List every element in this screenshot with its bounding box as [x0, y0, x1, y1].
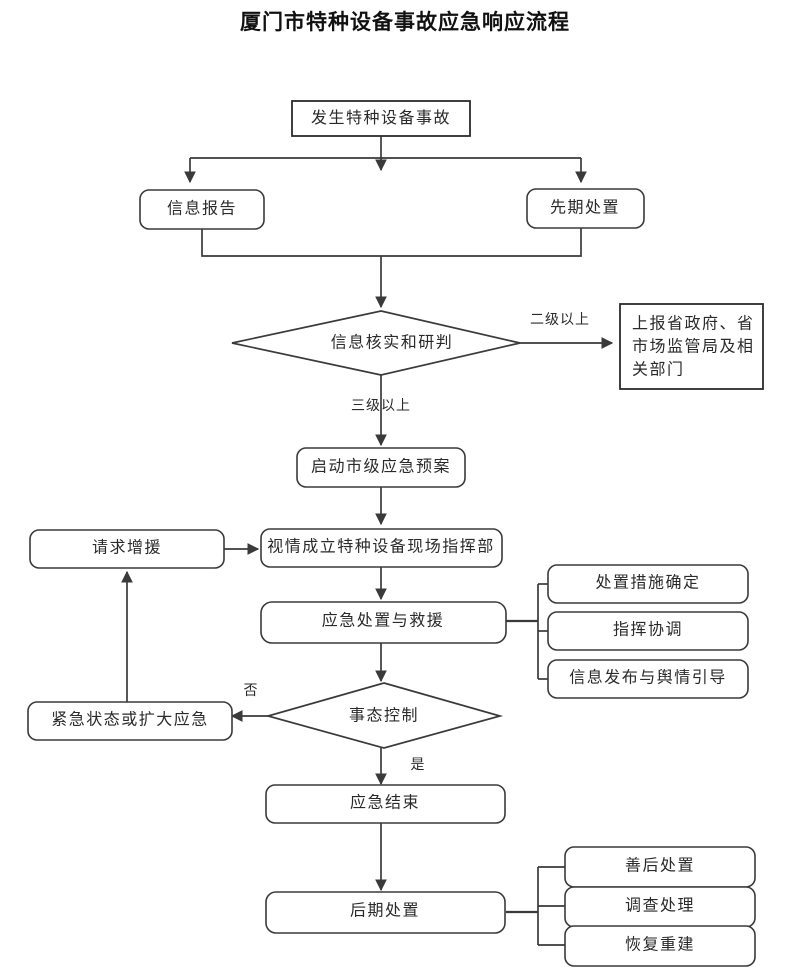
node-information-release-label: 信息发布与舆情引导 — [569, 669, 727, 687]
edge-label-yes: 是 — [411, 758, 426, 773]
node-activate-city-plan-label: 启动市级应急预案 — [311, 457, 451, 476]
node-response-end[interactable]: 应急结束 — [265, 784, 506, 824]
node-information-release[interactable]: 信息发布与舆情引导 — [547, 659, 749, 699]
edge-merge-bar — [201, 228, 582, 257]
node-post-action-label: 后期处置 — [350, 902, 420, 920]
node-report-to-province-line3: 关部门 — [632, 361, 685, 379]
node-onsite-command-center[interactable]: 视情成立特种设备现场指挥部 — [260, 528, 503, 568]
edge-label-level-two: 二级以上 — [530, 312, 590, 328]
node-emergency-response-rescue-label: 应急处置与救援 — [322, 611, 445, 630]
node-initial-action-label: 先期处置 — [550, 199, 620, 217]
node-incident[interactable]: 发生特种设备事故 — [291, 100, 471, 137]
node-report-to-province-line1: 上报省政府、省 — [632, 315, 755, 333]
node-post-action[interactable]: 后期处置 — [265, 891, 506, 934]
node-request-support-label: 请求增援 — [92, 539, 162, 557]
node-emergency-response-rescue[interactable]: 应急处置与救援 — [260, 601, 507, 644]
node-onsite-command-center-label: 视情成立特种设备现场指挥部 — [267, 538, 495, 556]
node-command-coordination-label: 指挥协调 — [613, 621, 683, 639]
node-situation-control[interactable]: 事态控制 — [264, 682, 504, 749]
node-reconstruction-label: 恢复重建 — [625, 936, 695, 954]
node-situation-control-label: 事态控制 — [349, 707, 419, 725]
node-investigation-label: 调查处理 — [625, 897, 695, 915]
edge-label-no: 否 — [244, 684, 259, 699]
node-initial-action[interactable]: 先期处置 — [526, 188, 645, 229]
node-command-coordination[interactable]: 指挥协调 — [547, 611, 749, 651]
node-verify-judge[interactable]: 信息核实和研判 — [231, 310, 521, 376]
node-report-to-province[interactable]: 上报省政府、省 市场监管局及相 关部门 — [619, 303, 764, 390]
node-investigation[interactable]: 调查处理 — [564, 886, 756, 928]
node-incident-label: 发生特种设备事故 — [311, 109, 451, 127]
node-aftercare[interactable]: 善后处置 — [564, 846, 756, 888]
node-request-support[interactable]: 请求增援 — [29, 529, 225, 569]
node-information-report-label: 信息报告 — [167, 200, 237, 218]
node-emergency-state-expand[interactable]: 紧急状态或扩大应急 — [27, 701, 233, 741]
node-reconstruction[interactable]: 恢复重建 — [564, 925, 756, 967]
edge-label-level-three: 三级以上 — [351, 398, 411, 414]
node-report-to-province-line2: 市场监管局及相 — [632, 338, 755, 356]
node-measure-decision-label: 处置措施确定 — [595, 574, 700, 592]
node-activate-city-plan[interactable]: 启动市级应急预案 — [296, 447, 466, 488]
node-information-report[interactable]: 信息报告 — [139, 189, 265, 230]
node-aftercare-label: 善后处置 — [625, 857, 695, 875]
node-verify-judge-label: 信息核实和研判 — [331, 334, 454, 352]
node-emergency-state-expand-label: 紧急状态或扩大应急 — [51, 710, 209, 729]
page-title: 厦门市特种设备事故应急响应流程 — [240, 11, 570, 34]
node-response-end-label: 应急结束 — [350, 793, 420, 812]
node-measure-decision[interactable]: 处置措施确定 — [547, 564, 749, 604]
